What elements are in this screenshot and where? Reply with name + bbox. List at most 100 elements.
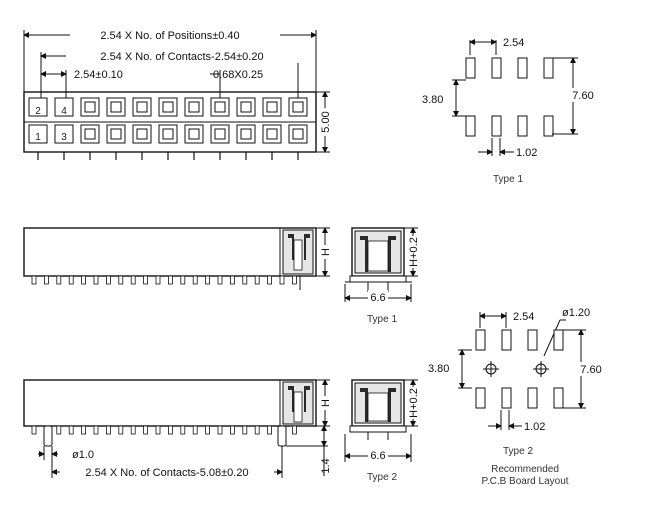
socket-inner: [188, 101, 200, 113]
peg-left: [43, 425, 53, 447]
side-pin: [229, 275, 235, 285]
t2-dim-pitch: 2.54: [513, 311, 534, 323]
pcb-pad: [491, 115, 502, 137]
t1-dim-pad: 1.02: [516, 147, 537, 159]
pcb-pad: [553, 329, 564, 351]
side-pin: [106, 275, 111, 285]
side-pin: [56, 425, 62, 435]
peg-right: [277, 425, 287, 447]
pin-label-4: 4: [61, 106, 67, 117]
t1-dim-width: 6.6: [370, 292, 385, 304]
socket-inner: [214, 101, 226, 113]
dim-height: 5.00: [320, 111, 332, 132]
t2-caption: Type 2: [503, 446, 533, 457]
t2-side-pins: [31, 425, 297, 435]
side-pin: [93, 425, 99, 435]
t2-dim-width: 6.6: [370, 450, 385, 462]
side-pin: [205, 275, 211, 285]
side-pin: [279, 275, 285, 285]
socket-grid: [28, 97, 308, 160]
side-view-type2: H 1.4 ø1.0 2.54 X No. of Contacts-5.08±0…: [23, 379, 420, 483]
t2-dim-row: 3.80: [428, 363, 449, 375]
side-pin: [167, 425, 173, 435]
side-pin: [291, 275, 297, 285]
socket-inner: [162, 101, 174, 113]
side-pin: [167, 275, 173, 285]
t2-pads: [475, 329, 564, 409]
pcb-pad: [475, 387, 486, 409]
socket-inner: [110, 101, 122, 113]
pin-label-1: 1: [35, 132, 41, 143]
t2-dim-peg-len: 1.4: [320, 458, 332, 473]
socket-inner: [240, 101, 252, 113]
side-pin: [118, 425, 124, 435]
dim-pin: 0.68X0.25: [213, 69, 263, 81]
t1-side-caption: Type 1: [367, 314, 397, 325]
side-view-type1: H H+0.2 6.6 Type 1: [23, 227, 420, 325]
t1-dim-pitch: 2.54: [503, 37, 524, 49]
side-pin: [267, 275, 273, 285]
pin-label-2: 2: [35, 106, 41, 117]
socket-inner: [188, 128, 200, 140]
side-pin: [242, 275, 248, 285]
socket-outer: [28, 124, 48, 144]
dim-positions: 2.54 X No. of Positions±0.40: [100, 30, 239, 42]
socket-inner: [84, 128, 96, 140]
t2-dim-contacts: 2.54 X No. of Contacts-5.08±0.20: [85, 467, 248, 479]
socket-inner: [136, 101, 148, 113]
socket-inner: [162, 128, 174, 140]
pcb-pad: [501, 387, 512, 409]
pcb-pad: [553, 387, 564, 409]
side-pin: [143, 425, 149, 435]
socket-inner: [84, 101, 96, 113]
pcb-pad: [491, 57, 502, 79]
side-pin: [44, 275, 49, 285]
socket-inner: [136, 128, 148, 140]
side-pin: [31, 425, 37, 435]
footer-line1: Recommended: [491, 464, 559, 475]
socket-inner: [292, 128, 304, 140]
side-pin: [229, 425, 235, 435]
side-pin: [68, 275, 74, 285]
socket-outer: [54, 97, 74, 117]
pcb-pad: [543, 57, 554, 79]
side-pin: [242, 425, 248, 435]
t1-dim-h2: H+0.2: [408, 237, 420, 267]
pcb-pad: [475, 329, 486, 351]
pcb-pad: [465, 57, 476, 79]
socket-inner: [266, 128, 278, 140]
dim-contacts: 2.54 X No. of Contacts-2.54±0.20: [100, 51, 263, 63]
pcb-pad: [527, 387, 538, 409]
top-view: 2.54 X No. of Positions±0.40 2.54 X No. …: [23, 27, 332, 160]
side-pin: [56, 275, 62, 285]
t1-dim-h: H: [320, 248, 332, 256]
side-pin: [93, 275, 99, 285]
type2-pcb-layout: 2.54 ø1.20 3.80 7.60 1.02 Type: [428, 307, 606, 487]
side-pin: [217, 275, 223, 285]
side-pin: [155, 275, 161, 285]
side-pin: [192, 425, 198, 435]
side-pin: [81, 425, 86, 435]
t2-dim-peg: ø1.0: [72, 449, 94, 461]
socket-inner: [292, 101, 304, 113]
side-pin: [267, 425, 273, 435]
socket-outer: [28, 97, 48, 117]
side-pin: [180, 275, 186, 285]
socket-outer: [54, 124, 74, 144]
socket-inner: [266, 101, 278, 113]
dim-pitch: 2.54±0.10: [74, 69, 123, 81]
pin-label-3: 3: [61, 132, 67, 143]
side-pin: [130, 425, 136, 435]
footer-line2: P.C.B Board Layout: [481, 476, 568, 487]
pcb-pad: [517, 57, 528, 79]
side-pin: [106, 425, 111, 435]
t2-dim-pad: 1.02: [524, 421, 545, 433]
side-pin: [291, 425, 297, 435]
pcb-pad: [543, 115, 554, 137]
pcb-pad: [517, 115, 528, 137]
t2-side-caption: Type 2: [367, 472, 397, 483]
side-pin: [192, 275, 198, 285]
t2-dim-h: H: [320, 399, 332, 407]
socket-inner: [110, 128, 122, 140]
